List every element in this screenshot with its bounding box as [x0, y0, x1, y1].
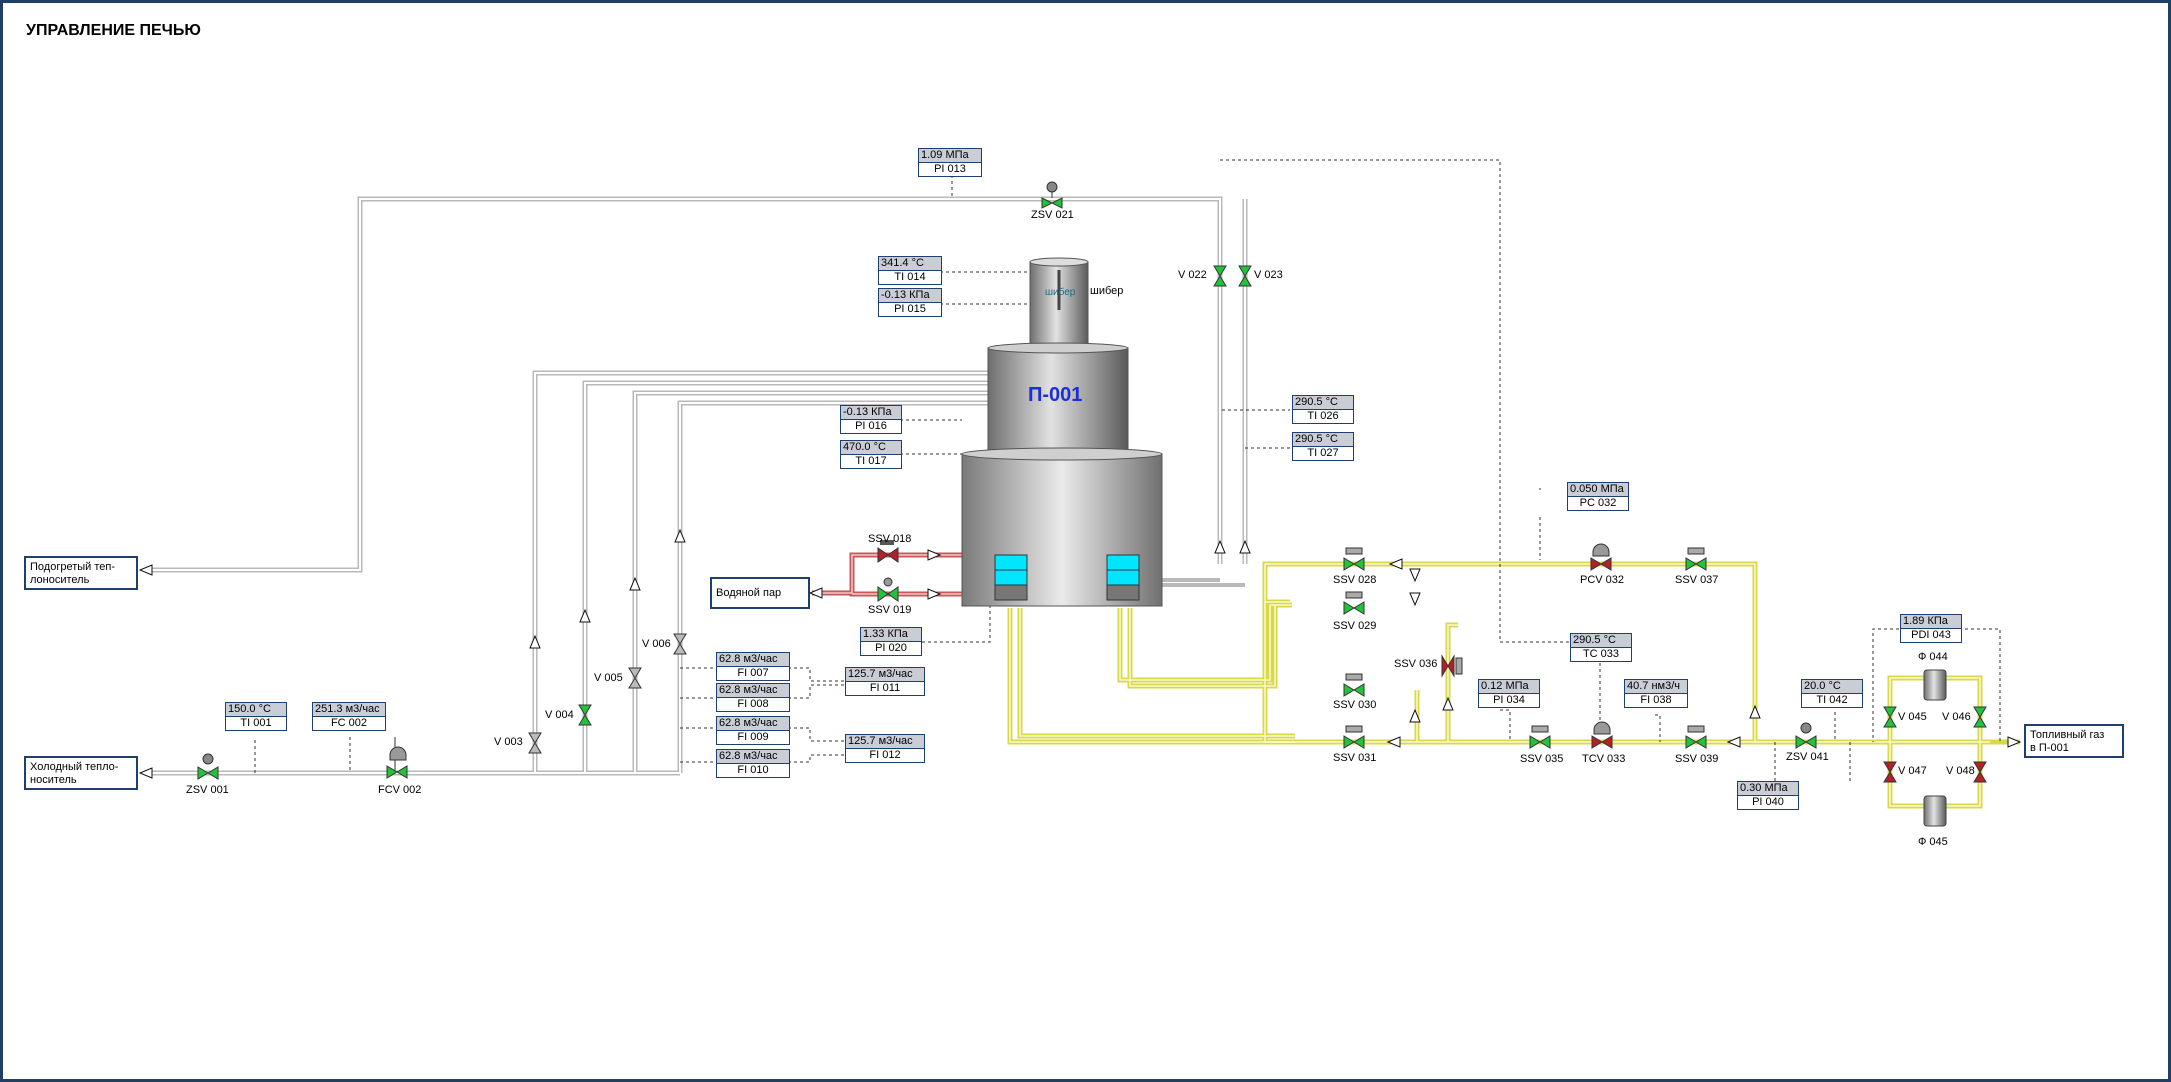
- damper-label: шибер: [1090, 285, 1124, 297]
- valve-ssv039[interactable]: [1685, 725, 1707, 749]
- stream-fuel-gas[interactable]: Топливный газ в П-001: [2024, 724, 2124, 758]
- label-ssv019: SSV 019: [868, 604, 912, 616]
- valve-v046[interactable]: [1973, 706, 1987, 728]
- valve-v003[interactable]: [528, 732, 542, 754]
- valve-v004[interactable]: [578, 704, 592, 726]
- label-zsv021: ZSV 021: [1031, 209, 1074, 221]
- valve-pcv032[interactable]: [1590, 543, 1612, 571]
- label-v046: V 046: [1942, 711, 1971, 723]
- label-zsv001: ZSV 001: [186, 784, 229, 796]
- valve-ssv028[interactable]: [1343, 547, 1365, 571]
- label-pcv032: PCV 032: [1580, 574, 1625, 586]
- steam-pipes: [812, 552, 965, 597]
- valve-v006[interactable]: [673, 633, 687, 655]
- valve-tcv033[interactable]: [1591, 721, 1613, 749]
- valve-ssv019[interactable]: [877, 577, 899, 602]
- label-ssv030: SSV 030: [1333, 699, 1377, 711]
- stream-steam[interactable]: Водяной пар: [710, 577, 810, 609]
- valve-ssv036[interactable]: [1441, 654, 1463, 678]
- valve-zsv041[interactable]: [1795, 722, 1817, 749]
- flow-arrows: [138, 528, 2022, 779]
- valve-v048[interactable]: [1973, 761, 1987, 783]
- valve-ssv018[interactable]: [877, 540, 899, 563]
- valve-v045[interactable]: [1883, 706, 1897, 728]
- valve-zsv001[interactable]: [197, 753, 219, 780]
- valve-fcv002[interactable]: [386, 746, 408, 779]
- label-v003: V 003: [494, 736, 523, 748]
- furnace-label: П-001: [1028, 384, 1083, 406]
- label-v048: V 048: [1946, 765, 1975, 777]
- label-f045: Ф 045: [1918, 836, 1948, 848]
- valve-ssv031[interactable]: [1343, 725, 1365, 749]
- filter-f045[interactable]: [1923, 795, 1947, 827]
- label-ssv036: SSV 036: [1394, 658, 1438, 670]
- valve-zsv021[interactable]: [1041, 181, 1063, 209]
- furnace-p001[interactable]: [961, 257, 1163, 607]
- valve-v023[interactable]: [1238, 265, 1252, 287]
- label-ssv018: SSV 018: [868, 533, 912, 545]
- valve-ssv035[interactable]: [1529, 725, 1551, 749]
- label-tcv033: TCV 033: [1582, 753, 1626, 765]
- label-fcv002: FCV 002: [378, 784, 422, 796]
- label-v004: V 004: [545, 709, 574, 721]
- label-ssv028: SSV 028: [1333, 574, 1377, 586]
- damper-label-inner: шибер: [1045, 287, 1076, 298]
- label-ssv039: SSV 039: [1675, 753, 1719, 765]
- valve-v047[interactable]: [1883, 761, 1897, 783]
- label-ssv035: SSV 035: [1520, 753, 1564, 765]
- label-ssv031: SSV 031: [1333, 752, 1377, 764]
- label-v006: V 006: [642, 638, 671, 650]
- stream-cold-coolant[interactable]: Холодный тепло- носитель: [24, 756, 138, 790]
- label-ssv029: SSV 029: [1333, 620, 1377, 632]
- label-v047: V 047: [1898, 765, 1927, 777]
- page-title: УПРАВЛЕНИЕ ПЕЧЬЮ: [26, 22, 201, 39]
- valve-ssv030[interactable]: [1343, 673, 1365, 697]
- stream-heated-coolant[interactable]: Подогретый теп- лоноситель: [24, 556, 138, 590]
- valve-ssv029[interactable]: [1343, 591, 1365, 615]
- label-v045: V 045: [1898, 711, 1927, 723]
- filter-f044[interactable]: [1923, 669, 1947, 701]
- valve-v005[interactable]: [628, 667, 642, 689]
- valve-ssv037[interactable]: [1685, 547, 1707, 571]
- label-v022: V 022: [1178, 269, 1207, 281]
- label-zsv041: ZSV 041: [1786, 751, 1829, 763]
- label-v023: V 023: [1254, 269, 1283, 281]
- label-f044: Ф 044: [1918, 651, 1948, 663]
- label-ssv037: SSV 037: [1675, 574, 1719, 586]
- valve-v022[interactable]: [1213, 265, 1227, 287]
- label-v005: V 005: [594, 672, 623, 684]
